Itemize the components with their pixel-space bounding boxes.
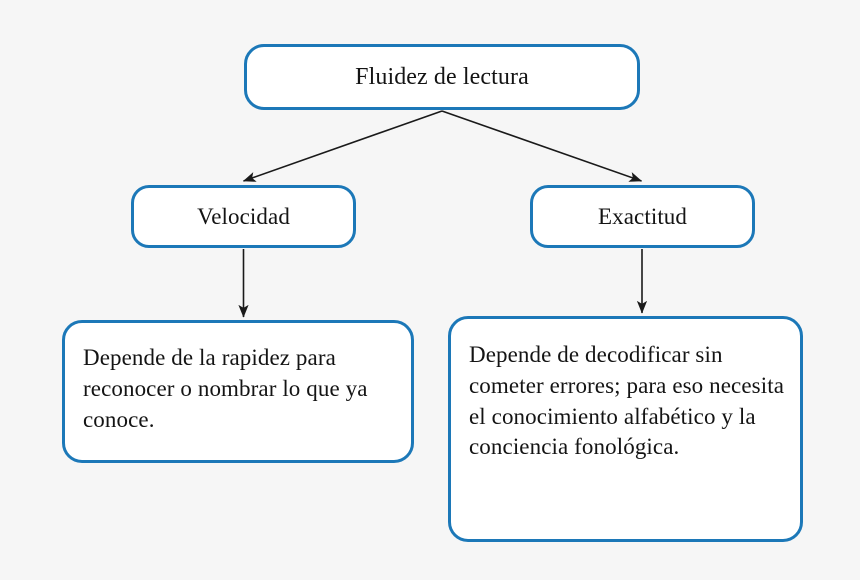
node-velocidad-detail-label: Depende de la rapidez para reconocer o n… — [83, 345, 368, 432]
node-velocidad[interactable]: Velocidad — [131, 185, 356, 248]
connector-root-to-velocidad — [242, 110, 443, 182]
node-exactitud-detail-label: Depende de decodificar sin cometer error… — [469, 342, 785, 460]
node-velocidad-label: Velocidad — [197, 204, 290, 229]
node-exactitud-detail[interactable]: Depende de decodificar sin cometer error… — [448, 316, 803, 542]
node-velocidad-detail[interactable]: Depende de la rapidez para reconocer o n… — [62, 320, 414, 463]
connector-root-to-exactitud — [441, 110, 643, 182]
node-exactitud[interactable]: Exactitud — [530, 185, 755, 248]
node-fluidez-de-lectura-label: Fluidez de lectura — [355, 64, 529, 90]
node-fluidez-de-lectura[interactable]: Fluidez de lectura — [244, 44, 640, 110]
node-exactitud-label: Exactitud — [597, 204, 688, 229]
